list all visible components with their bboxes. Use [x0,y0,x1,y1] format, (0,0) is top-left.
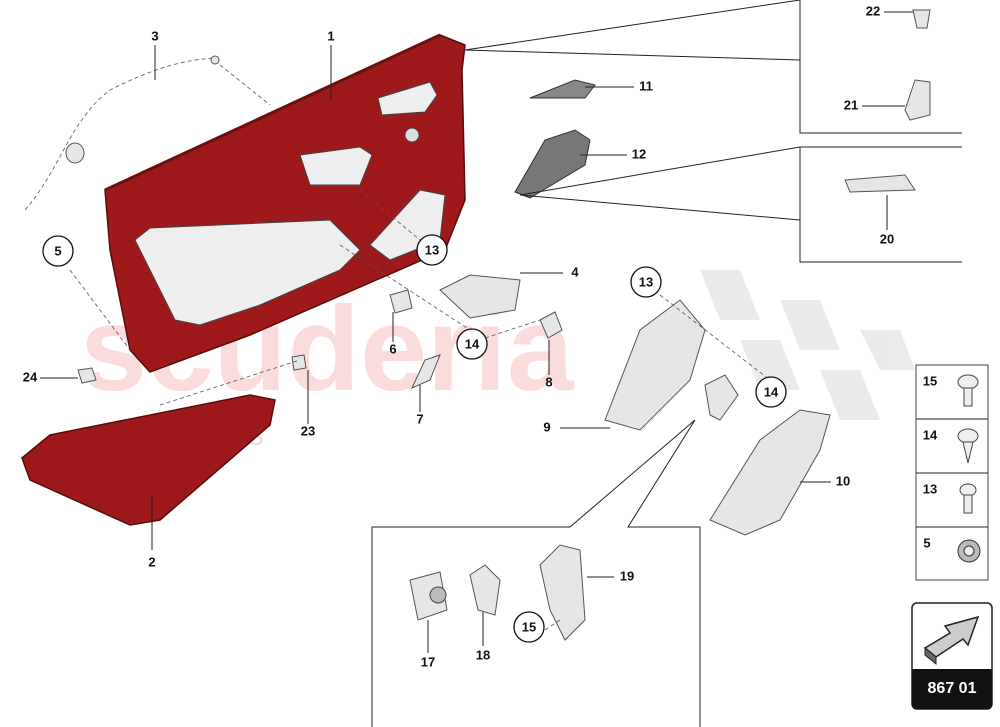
clip-icon [957,539,981,563]
label-9: 9 [543,419,550,434]
label-22: 22 [866,3,880,18]
label-13-circled: 13 [425,242,439,257]
part-4-handle[interactable] [439,274,521,319]
part-23-clip[interactable] [291,354,307,371]
label-4: 4 [571,264,579,279]
circled-callouts: 5 13 13 14 14 15 [42,234,787,643]
page-code: 867 01 [928,680,977,697]
screw-icon [959,483,977,514]
page-badge: 867 01 [911,602,993,710]
label-21: 21 [844,97,858,112]
leader-lines [40,0,962,727]
label-6: 6 [389,341,396,356]
label-12: 12 [632,146,646,161]
legend-num-15: 15 [923,373,937,388]
callout-labels: 1 2 3 4 6 7 8 9 10 11 12 17 18 19 20 21 … [23,3,894,669]
part-22-clip[interactable] [912,9,931,29]
part-2-armrest[interactable] [21,394,276,550]
part-21-clip[interactable] [904,79,931,121]
label-1: 1 [327,28,334,43]
screw-icon [957,374,979,407]
part-9-bracket[interactable] [604,299,706,431]
self-tapping-screw-icon [957,428,979,464]
legend-num-5: 5 [923,535,930,550]
part-17-knob[interactable] [409,571,448,621]
label-2: 2 [148,554,155,569]
label-23: 23 [301,423,315,438]
label-8: 8 [545,374,552,389]
part-8-cover[interactable] [539,311,563,339]
label-5-circled: 5 [54,243,61,258]
part-11-speaker-grille[interactable] [529,79,596,99]
arrow-icon [923,615,980,666]
label-11: 11 [639,78,653,93]
part-18-gasket[interactable] [469,564,501,616]
legend-num-13: 13 [923,481,937,496]
part-7-trim[interactable] [410,354,441,389]
label-14-circled: 14 [465,336,480,351]
label-20: 20 [880,231,894,246]
label-10: 10 [836,473,850,488]
part-19-bracket[interactable] [539,544,586,641]
part-10-trim[interactable] [709,409,831,536]
label-3: 3 [151,28,158,43]
label-24: 24 [23,369,38,384]
label-17: 17 [421,654,435,669]
label-19: 19 [620,568,634,583]
legend-num-14: 14 [923,427,938,442]
part-3-cable[interactable] [24,55,271,211]
label-15-circled: 15 [522,619,536,634]
label-7: 7 [416,411,423,426]
part-6-switch[interactable] [389,289,413,314]
part-12-speaker-grille[interactable] [514,129,591,199]
part-24-clip[interactable] [77,367,97,384]
part-20-switch[interactable] [844,174,916,193]
label-13-circled: 13 [639,274,653,289]
fastener-legend: 15 14 13 5 [915,364,989,581]
part-16-bracket[interactable] [704,374,739,421]
label-14-circled: 14 [764,384,779,399]
label-18: 18 [476,647,490,662]
